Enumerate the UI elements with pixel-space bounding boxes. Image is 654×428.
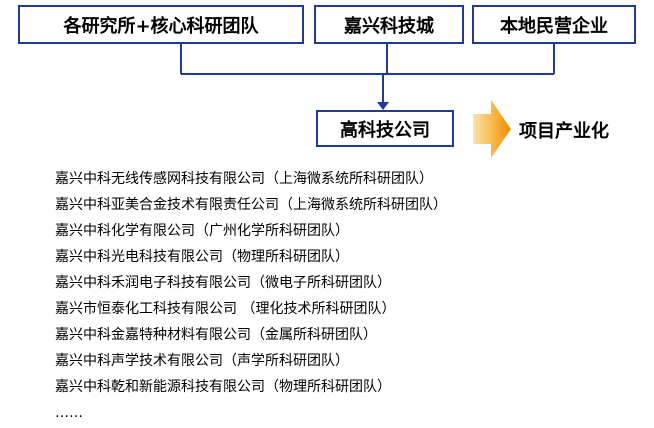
list-item: 嘉兴中科无线传感网科技有限公司（上海微系统所科研团队） bbox=[55, 171, 433, 187]
list-item-ellipsis: …… bbox=[55, 405, 83, 421]
box-institutes-label: 各研究所+核心科研团队 bbox=[63, 15, 259, 37]
box-jiaxing-tech-city: 嘉兴科技城 bbox=[314, 5, 464, 44]
company-list: 嘉兴中科无线传感网科技有限公司（上海微系统所科研团队） 嘉兴中科亚美合金技术有限… bbox=[55, 166, 447, 426]
list-item: 嘉兴中科光电科技有限公司（物理所科研团队） bbox=[55, 249, 349, 265]
box-high-tech-company-label: 高科技公司 bbox=[340, 119, 430, 141]
box-local-enterprises: 本地民营企业 bbox=[472, 5, 636, 44]
list-item: 嘉兴中科化学有限公司（广州化学所科研团队） bbox=[55, 223, 349, 239]
connector-arrowhead-icon bbox=[377, 102, 389, 110]
list-item: 嘉兴中科亚美合金技术有限责任公司（上海微系统所科研团队） bbox=[55, 197, 447, 213]
box-local-enterprises-label: 本地民营企业 bbox=[500, 15, 608, 37]
list-item: 嘉兴中科乾和新能源科技有限公司（物理所科研团队） bbox=[55, 379, 391, 395]
orange-arrow-icon bbox=[473, 100, 511, 158]
box-institutes: 各研究所+核心科研团队 bbox=[18, 5, 304, 44]
box-high-tech-company: 高科技公司 bbox=[316, 110, 454, 147]
list-item: 嘉兴中科禾润电子科技有限公司（微电子所科研团队） bbox=[55, 275, 391, 291]
box-jiaxing-tech-city-label: 嘉兴科技城 bbox=[344, 15, 434, 37]
list-item: 嘉兴市恒泰化工科技有限公司 （理化技术所科研团队） bbox=[55, 301, 396, 317]
list-item: 嘉兴中科金嘉特种材料有限公司（金属所科研团队） bbox=[55, 327, 377, 343]
outcome-industrialization-label: 项目产业化 bbox=[519, 121, 609, 142]
list-item: 嘉兴中科声学技术有限公司（声学所科研团队） bbox=[55, 353, 349, 369]
